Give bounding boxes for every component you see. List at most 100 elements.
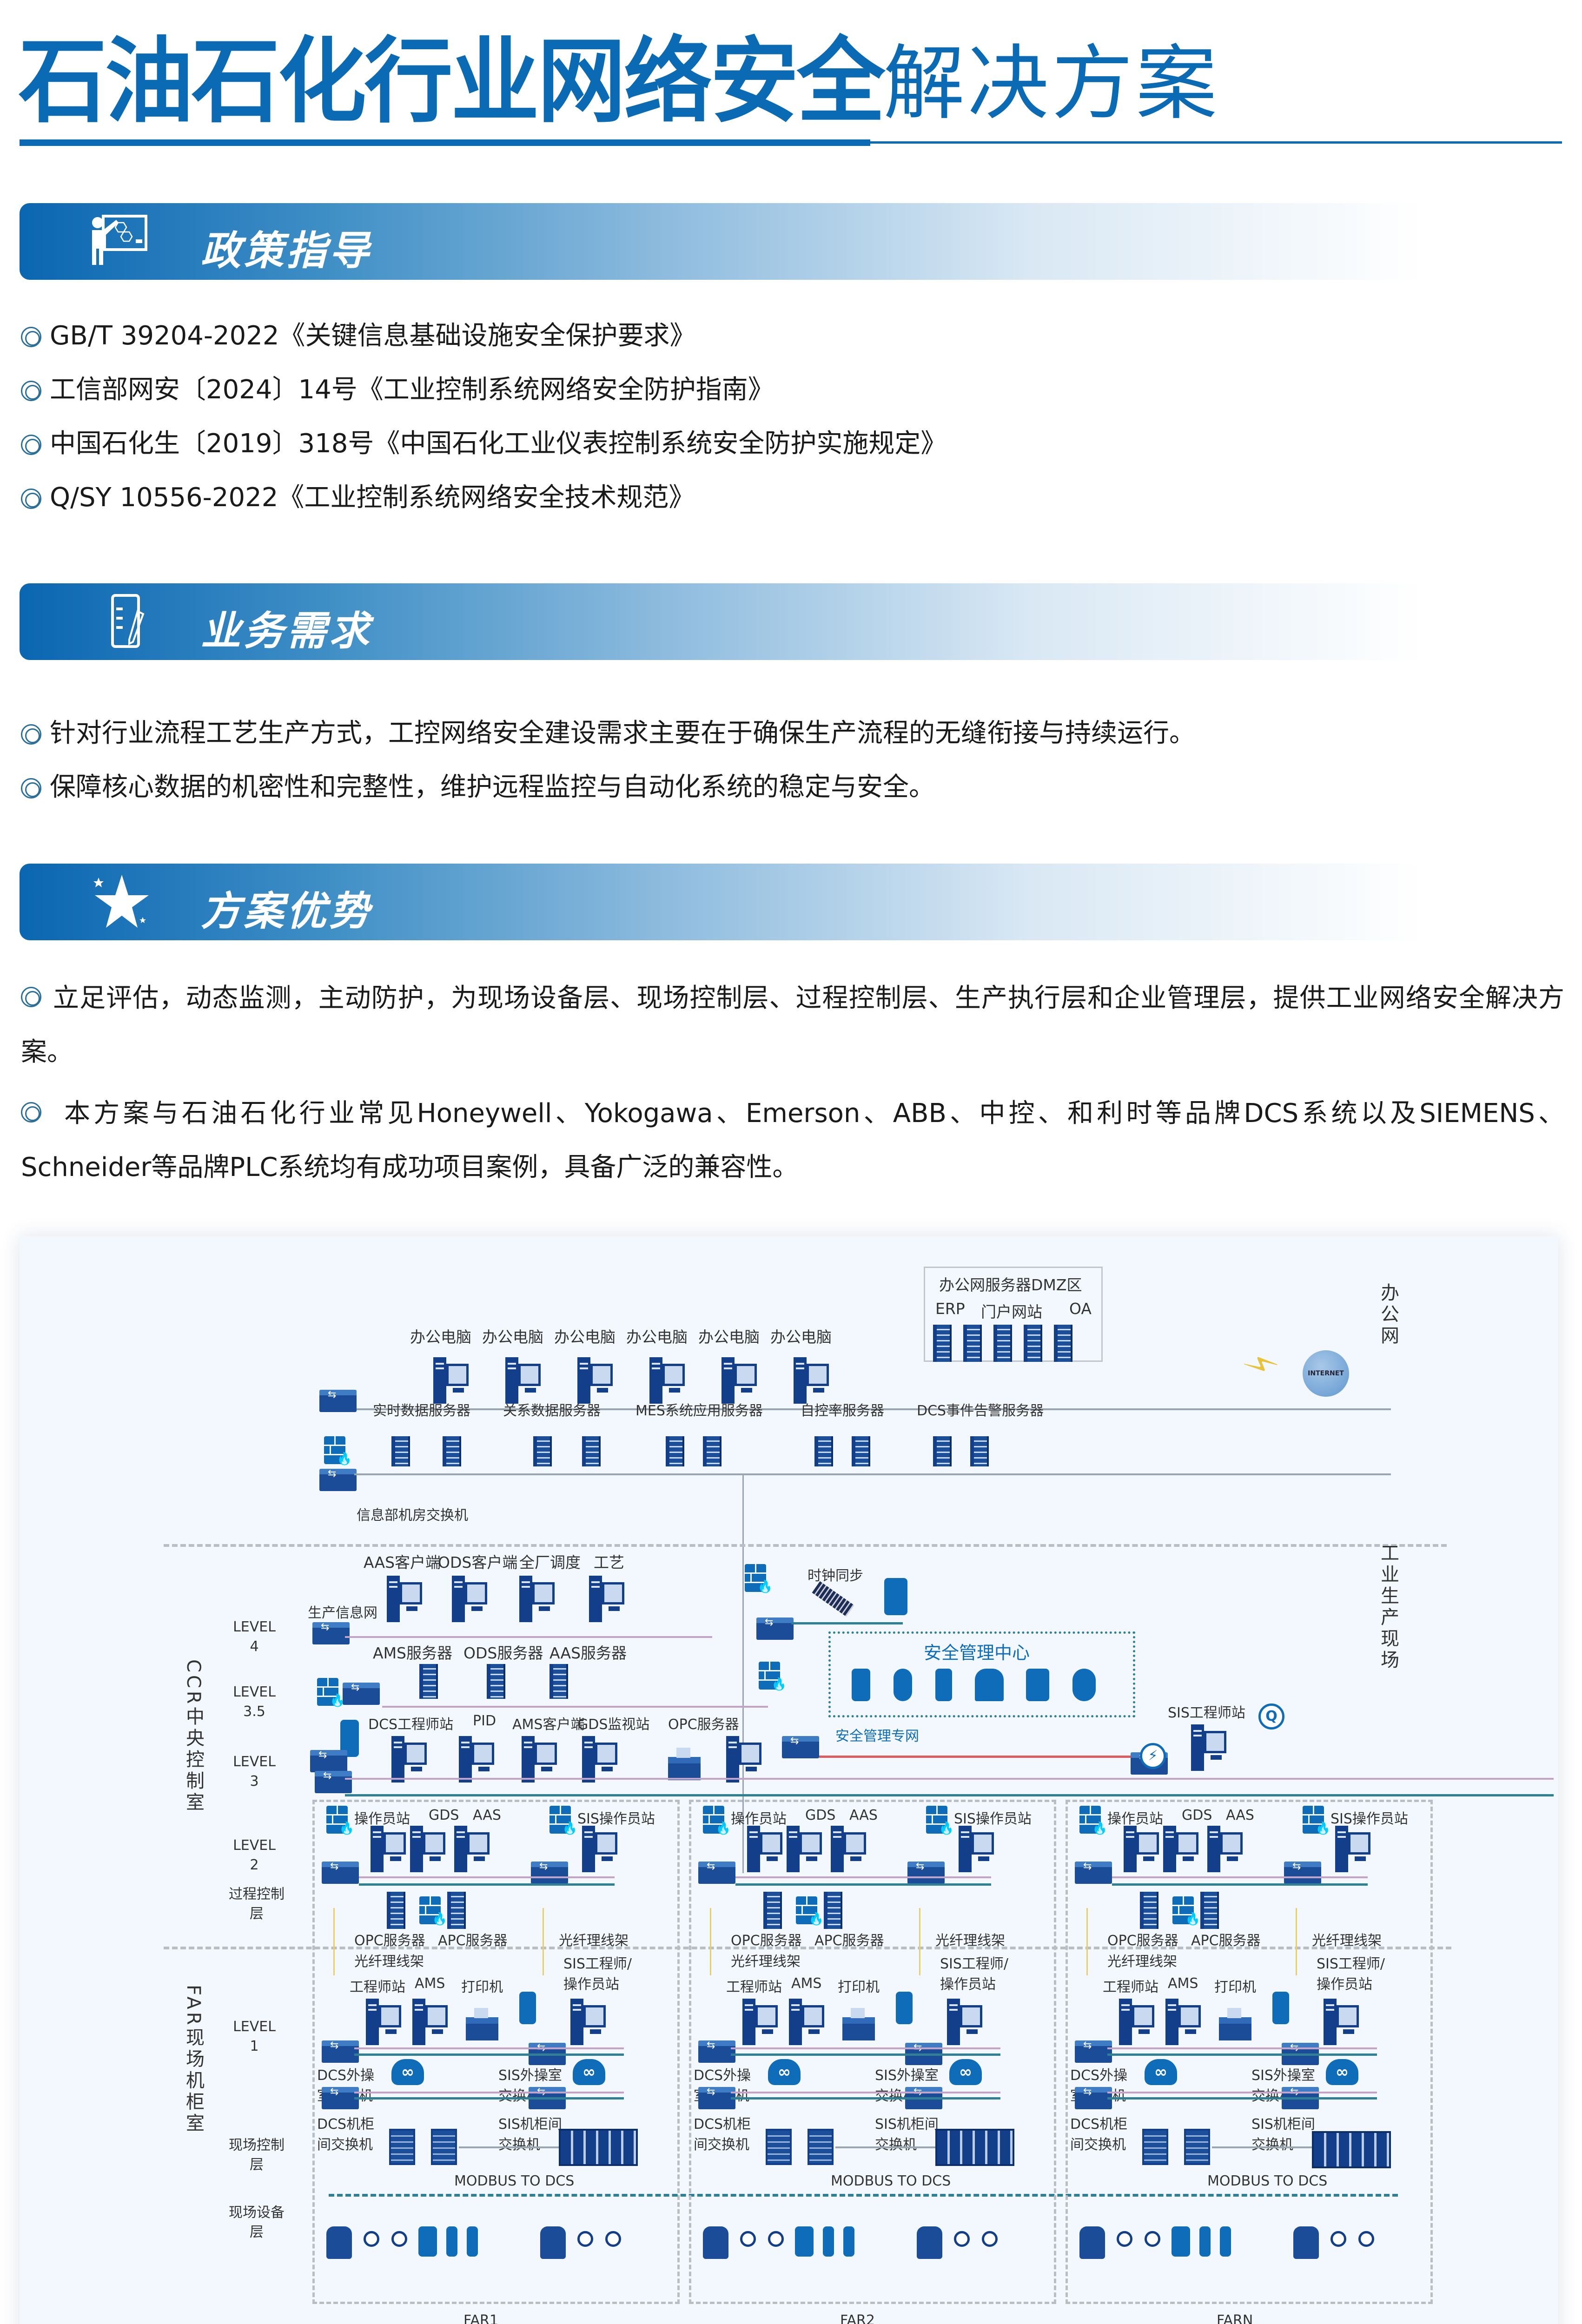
requirements-list: 针对行业流程工艺生产方式，工控网络安全建设需求主要在于确保生产流程的无缝衔接与持… xyxy=(21,706,1195,814)
transmitter-icon xyxy=(1199,2226,1211,2257)
motor-icon xyxy=(1079,2226,1105,2259)
dcs-outer-switch-icon xyxy=(1075,2040,1112,2063)
ams-pc-icon xyxy=(1165,1999,1202,2045)
sis-op-pc-icon xyxy=(1335,1826,1371,1872)
server-icon xyxy=(933,1436,952,1466)
sis-eng-op-pc-icon xyxy=(947,1999,983,2045)
far1-box xyxy=(312,1800,680,2304)
ics-audit-icon: ⚡ xyxy=(1140,1743,1166,1769)
eng-station-pc-icon xyxy=(1119,1999,1155,2045)
pressure-gauge-icon xyxy=(1358,2231,1374,2247)
honeypot-icon: ∞ xyxy=(391,2059,424,2085)
sis-cab-switch-label: SIS机柜间交换机 xyxy=(1251,2116,1315,2153)
l2-bus-teal xyxy=(359,1883,615,1886)
l2-bus-pink xyxy=(735,1876,991,1878)
l3-node-label: GDS监视站 xyxy=(577,1717,650,1733)
gds-label: GDS xyxy=(429,1807,459,1823)
pid-pc-icon xyxy=(459,1736,495,1783)
cab-bus-teal xyxy=(354,2097,624,2100)
dmz-server-icon xyxy=(1054,1325,1072,1362)
bullet-circle-icon xyxy=(21,778,41,799)
office-pc-icon xyxy=(577,1357,614,1404)
cab-bus-teal xyxy=(1107,2097,1377,2100)
industrial-firewall-icon xyxy=(1303,1806,1324,1834)
pressure-gauge-icon xyxy=(1145,2231,1160,2247)
io-module-icon xyxy=(1220,2226,1231,2257)
smc-net-label: 安全管理专网 xyxy=(835,1728,919,1744)
section-header-requirements: 业务需求 xyxy=(20,583,1423,660)
valve-icon xyxy=(740,2231,756,2247)
dmz-server-icon xyxy=(933,1325,952,1362)
industrial-firewall-icon xyxy=(1172,1896,1194,1924)
dcs-cabinet-icon xyxy=(1184,2129,1210,2165)
sis-switch-icon xyxy=(907,1861,945,1884)
security-management-center-box: 安全管理中心 xyxy=(828,1631,1135,1717)
client-pc-icon xyxy=(387,1576,423,1622)
opc-server-icon xyxy=(387,1892,405,1929)
valve-icon xyxy=(364,2231,379,2247)
fiber-line xyxy=(543,1908,544,1975)
fiber-line xyxy=(710,1908,711,1975)
clock-switch-icon xyxy=(756,1617,794,1640)
bullet-circle-icon xyxy=(21,435,41,455)
industrial-firewall-icon xyxy=(926,1806,947,1834)
server-label: AAS服务器 xyxy=(549,1644,627,1662)
lightning-icon: ⚡ xyxy=(1234,1341,1285,1388)
apc-server-icon xyxy=(824,1892,842,1929)
l3-switch-icon xyxy=(310,1749,347,1772)
list-item: 工信部网安〔2024〕14号《工业控制系统网络安全防护指南》 xyxy=(21,363,947,417)
plc-rack-icon xyxy=(935,2129,1014,2166)
server-label: 关系数据服务器 xyxy=(503,1403,601,1419)
aas-pc-icon xyxy=(1207,1826,1244,1872)
net-label: 生产信息网 xyxy=(308,1605,377,1621)
industrial-firewall-icon xyxy=(549,1806,571,1834)
honeypot-icon: ∞ xyxy=(768,2059,801,2085)
dcs-cabinet-icon xyxy=(808,2129,834,2165)
star-icon xyxy=(93,875,149,928)
dcs-cab-switch-label: DCS机柜间交换机 xyxy=(694,2116,751,2153)
opc-server-icon xyxy=(763,1892,782,1929)
server-icon xyxy=(419,1664,438,1699)
list-item: Q/SY 10556-2022《工业控制系统网络安全技术规范》 xyxy=(21,471,947,525)
client-pc-icon xyxy=(519,1576,556,1622)
office-pc-icon xyxy=(649,1357,686,1404)
apc-server-icon xyxy=(1200,1892,1219,1929)
op-station-pc-icon xyxy=(1124,1826,1160,1872)
plc-rack-icon xyxy=(559,2129,638,2166)
clock-bus xyxy=(791,1622,903,1624)
clock-sync-label: 时钟同步 xyxy=(808,1568,863,1584)
sis-cab-switch-label: SIS机柜间交换机 xyxy=(875,2116,939,2153)
eng-station-label: 工程师站 xyxy=(726,1979,782,1995)
server-label: ODS服务器 xyxy=(463,1644,543,1662)
office-pc-icon xyxy=(721,1357,758,1404)
pressure-gauge-icon xyxy=(982,2231,998,2247)
l4-bus xyxy=(345,1636,712,1638)
ams-label: AMS xyxy=(1168,1975,1198,1992)
sis-eng-op-label: SIS工程师/操作员站 xyxy=(563,1956,632,1993)
server-icon xyxy=(549,1664,568,1699)
gds-label: GDS xyxy=(805,1807,836,1823)
office-pc-icon xyxy=(794,1357,830,1404)
apc-label: APC服务器 xyxy=(438,1933,508,1949)
eng-station-pc-icon xyxy=(366,1999,402,2045)
l3-node-label: PID xyxy=(473,1713,496,1729)
server-icon xyxy=(443,1436,461,1466)
dmz-item: OA xyxy=(1069,1300,1092,1318)
io-module-icon xyxy=(843,2226,854,2257)
ams-pc-icon xyxy=(789,1999,825,2045)
motor-icon xyxy=(703,2226,728,2259)
op-station-label: 操作员站 xyxy=(354,1811,410,1827)
client-label: 工艺 xyxy=(594,1553,624,1571)
dcs-cabinet-icon xyxy=(389,2129,415,2165)
fiber-line xyxy=(1086,1908,1088,1975)
eng-station-pc-icon xyxy=(742,1999,779,2045)
dcs-cab-switch-label: DCS机柜间交换机 xyxy=(1070,2116,1128,2153)
cab-bus-pink xyxy=(1107,2092,1377,2093)
server-label: AMS服务器 xyxy=(373,1644,452,1662)
cab-bus-teal xyxy=(731,2097,1000,2100)
l3-node-label: OPC服务器 xyxy=(668,1717,739,1733)
motor-icon xyxy=(326,2226,352,2259)
dmz-item: ERP xyxy=(935,1300,965,1318)
printer-icon xyxy=(1219,2008,1251,2040)
industrial-firewall-icon xyxy=(1079,1806,1101,1834)
